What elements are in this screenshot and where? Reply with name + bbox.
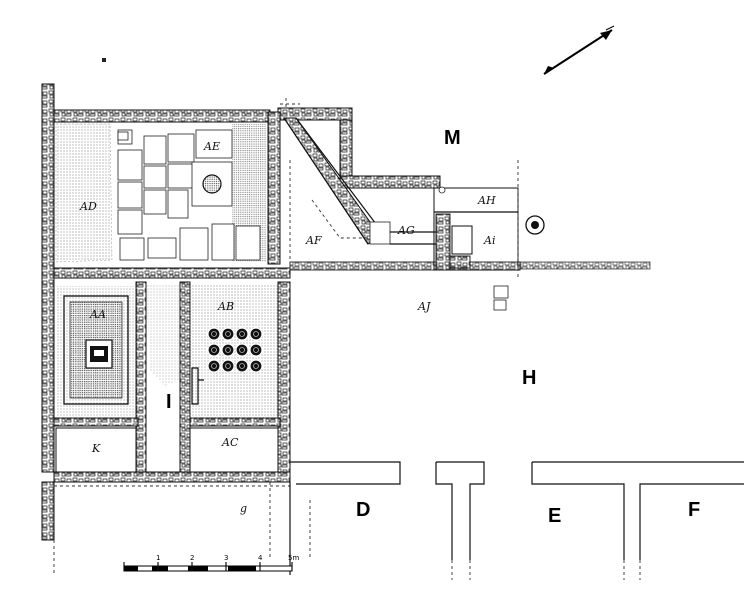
scale-tick-3: 3 xyxy=(224,554,228,562)
label-room-k: K xyxy=(91,442,101,455)
hypocaust-pillar xyxy=(221,327,235,341)
corridor-i xyxy=(146,284,204,405)
room-ae-paving xyxy=(117,124,266,262)
hypocaust-pillar-core xyxy=(211,347,217,353)
label-room-ab: AB xyxy=(217,300,234,313)
scale-tick-4: 4 xyxy=(258,554,263,562)
inner-walls xyxy=(53,111,521,483)
label-area-f: F xyxy=(688,499,700,521)
marker-stone xyxy=(117,131,129,141)
hypocaust-pillar-core xyxy=(253,347,259,353)
north-wall xyxy=(53,107,441,189)
dot-marker xyxy=(102,58,106,62)
scale-bar: 1 2 3 4 5m xyxy=(123,554,299,572)
hypocaust-pillars xyxy=(207,327,263,373)
hypocaust-pillar xyxy=(235,359,249,373)
hypocaust-pillar-core xyxy=(239,347,245,353)
room-ab-hypocaust xyxy=(190,284,278,418)
hypocaust-pillar-core xyxy=(225,347,231,353)
label-room-g: g xyxy=(240,502,247,515)
hypocaust-pillar-core xyxy=(253,363,259,369)
hypocaust-pillar-core xyxy=(225,363,231,369)
hypocaust-pillar xyxy=(249,327,263,341)
label-room-ac: AC xyxy=(221,436,239,449)
label-room-ae: AE xyxy=(203,140,220,153)
hypocaust-pillar-core xyxy=(225,331,231,337)
hypocaust-pillar-core xyxy=(211,331,217,337)
hypocaust-pillar xyxy=(249,343,263,357)
channel xyxy=(280,98,436,270)
rooms-k-ac xyxy=(55,427,279,473)
hypocaust-pillar-core xyxy=(239,331,245,337)
label-area-e: E xyxy=(548,505,561,527)
rooms-d-e-f xyxy=(290,461,744,580)
rooms-ah-ai xyxy=(433,160,651,311)
scale-tick-1: 1 xyxy=(156,554,160,562)
label-area-m: M xyxy=(444,127,461,149)
hypocaust-pillar xyxy=(207,359,221,373)
label-room-ad: AD xyxy=(79,200,97,213)
hypocaust-pillar xyxy=(249,359,263,373)
label-room-ai: Ai xyxy=(483,234,495,247)
label-area-d: D xyxy=(356,499,370,521)
room-aa-mosaic xyxy=(56,286,136,418)
hypocaust-pillar-core xyxy=(239,363,245,369)
label-room-ag: AG xyxy=(397,224,415,237)
north-arrow-icon xyxy=(543,25,615,75)
scale-tick-2: 2 xyxy=(190,554,194,562)
label-area-h: H xyxy=(522,367,536,389)
label-room-ah: AH xyxy=(477,194,496,207)
hypocaust-pillar xyxy=(221,343,235,357)
west-wall xyxy=(41,83,55,541)
hypocaust-pillar xyxy=(235,327,249,341)
hypocaust-pillar-core xyxy=(211,363,217,369)
hypocaust-pillar xyxy=(235,343,249,357)
hypocaust-pillar xyxy=(221,359,235,373)
label-room-aj: AJ xyxy=(417,300,431,313)
hypocaust-pillar xyxy=(207,343,221,357)
room-g xyxy=(53,482,291,575)
room-ad-area xyxy=(55,123,113,263)
hypocaust-pillar-core xyxy=(253,331,259,337)
label-room-af: AF xyxy=(305,234,322,247)
label-room-aa: AA xyxy=(89,308,106,321)
label-area-i: I xyxy=(166,391,172,413)
scale-tick-5m: 5m xyxy=(288,554,299,562)
hypocaust-pillar xyxy=(207,327,221,341)
